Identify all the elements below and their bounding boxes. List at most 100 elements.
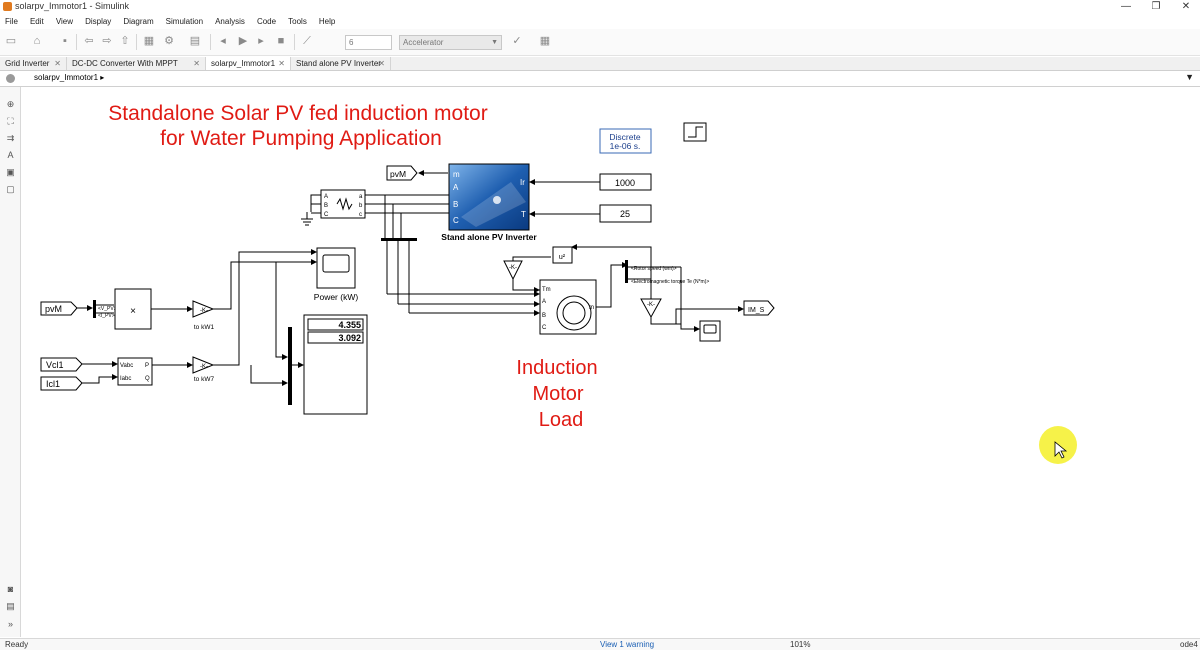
tab-label: Stand alone PV Inverter (296, 59, 381, 68)
product-label: × (130, 306, 136, 317)
goto-im-s-tag[interactable]: IM_S (743, 300, 775, 316)
tab-label: Grid Inverter (5, 59, 50, 68)
diagram-title-line2: for Water Pumping Application (160, 127, 442, 150)
tab-solarpv-immotor1[interactable]: solarpv_Immotor1✕ (206, 57, 291, 70)
window-title: solarpv_Immotor1 - Simulink (15, 1, 130, 11)
torque-gain-block[interactable]: -K- (503, 260, 523, 281)
back-icon[interactable]: ⇦ (84, 35, 94, 47)
temperature-constant-block[interactable]: 25 (599, 204, 652, 223)
goto-pvm-tag[interactable]: pvM (386, 165, 418, 181)
check-icon[interactable]: ✓ (512, 35, 522, 47)
model-tabs: Grid Inverter ✕ DC-DC Converter With MPPT… (0, 57, 1200, 81)
tab-grid-inverter[interactable]: Grid Inverter ✕ (0, 57, 67, 70)
model-canvas[interactable]: Standalone Solar PV fed induction motor … (21, 87, 1200, 637)
motor-scope-block[interactable] (699, 320, 721, 342)
close-button[interactable]: ✕ (1181, 1, 1191, 12)
grid-icon[interactable]: ▦ (539, 35, 551, 47)
powergui-block[interactable]: Discrete 1e-06 s. (599, 128, 652, 154)
tab-dc-dc-converter[interactable]: DC-DC Converter With MPPT Control✕ (67, 57, 206, 81)
new-model-icon[interactable]: ▭ (5, 35, 17, 47)
gain-to-kw1-block[interactable]: -K- to kW1 (192, 300, 215, 331)
save-icon[interactable]: ▪ (63, 35, 67, 47)
open-icon[interactable]: ⌂ (33, 35, 41, 47)
tab-stand-alone-pv-inverter[interactable]: Stand alone PV Inverter✕ (291, 57, 391, 70)
display-mux[interactable] (288, 327, 292, 405)
temperature-value: 25 (620, 209, 630, 219)
irradiance-constant-block[interactable]: 1000 (599, 173, 652, 191)
product-block[interactable]: × (114, 288, 152, 330)
status-warning-link[interactable]: View 1 warning (600, 640, 655, 649)
annotation-icon[interactable]: A (7, 150, 14, 160)
forward-icon[interactable]: ⇨ (102, 35, 112, 47)
model-explorer-icon[interactable]: ▤ (189, 35, 201, 47)
menu-tools[interactable]: Tools (288, 17, 307, 26)
three-phase-rlc-block[interactable]: A B C a b c (320, 189, 366, 219)
image-icon[interactable]: ▣ (6, 167, 15, 177)
from-pvm-tag[interactable]: pvM (40, 301, 78, 316)
stop-time-input[interactable]: 6 (345, 35, 392, 50)
data-inspector-icon[interactable]: ⟋ (303, 35, 311, 47)
close-icon[interactable]: ✕ (54, 59, 61, 68)
minimize-button[interactable]: — (1121, 1, 1131, 12)
screenshot-icon[interactable]: ◙ (7, 584, 14, 594)
chevron-down-icon: ▼ (491, 39, 498, 46)
menu-display[interactable]: Display (85, 17, 112, 26)
breadcrumb[interactable]: solarpv_Immotor1 ▸ (34, 73, 105, 82)
from-icl1-tag[interactable]: Icl1 (40, 376, 83, 391)
expand-icon[interactable]: » (7, 619, 13, 629)
step-block[interactable] (683, 122, 707, 142)
pv-port-c: C (453, 216, 459, 225)
close-icon[interactable]: ✕ (278, 59, 285, 68)
rlc-port-b: B (324, 203, 328, 209)
power-scope-block[interactable]: Power (kW) (314, 247, 359, 302)
fit-view-icon[interactable]: ⛶ (7, 116, 14, 126)
stop-icon[interactable]: ■ (277, 35, 285, 47)
chevron-down-icon[interactable]: ▼ (1185, 72, 1194, 82)
speed-gain-block[interactable]: -K- (640, 298, 662, 319)
step-forward-icon[interactable]: ▸ (258, 35, 264, 47)
menu-file[interactable]: File (5, 17, 18, 26)
status-ready: Ready (5, 640, 29, 649)
menu-edit[interactable]: Edit (29, 17, 44, 26)
library-browser-icon[interactable]: ▦ (143, 35, 155, 47)
property-inspector-icon[interactable]: ▤ (6, 601, 15, 611)
pv-bus-selector[interactable] (93, 300, 96, 318)
square-block[interactable]: u² (552, 246, 573, 264)
gain-to-kw7-block[interactable]: -K- to kW7 (192, 356, 215, 383)
area-icon[interactable]: ▢ (6, 184, 15, 194)
close-icon[interactable]: ✕ (193, 59, 200, 68)
close-icon[interactable]: ✕ (378, 59, 385, 68)
zoom-icon[interactable]: ⊕ (6, 99, 15, 109)
restore-button[interactable]: ❐ (1151, 1, 1161, 12)
rlc-port-a-out: a (359, 194, 363, 200)
induction-motor-block[interactable]: Tm A B C m (539, 279, 597, 335)
goto-im-s-label: IM_S (748, 307, 765, 314)
menu-view[interactable]: View (55, 17, 74, 26)
run-icon[interactable]: ▶ (238, 35, 248, 47)
model-settings-icon[interactable]: ⚙ (164, 35, 174, 47)
bus-selector[interactable] (625, 260, 628, 283)
menu-diagram[interactable]: Diagram (123, 17, 154, 26)
status-solver[interactable]: ode4 (1180, 640, 1198, 649)
step-back-icon[interactable]: ◂ (220, 35, 226, 47)
menu-code[interactable]: Code (256, 17, 277, 26)
up-icon[interactable]: ⇧ (120, 35, 130, 47)
menu-help[interactable]: Help (318, 17, 336, 26)
from-vcl1-tag[interactable]: Vcl1 (40, 357, 83, 372)
simulation-mode-select[interactable]: Accelerator ▼ (399, 35, 502, 50)
menu-simulation[interactable]: Simulation (165, 17, 204, 26)
selector-ipv: <I_PV> (98, 313, 115, 319)
stand-alone-pv-inverter-block[interactable]: m A B C Ir T Stand alone PV Inverter (441, 163, 537, 242)
menu-bar: File Edit View Display Diagram Simulatio… (0, 15, 1200, 28)
arrow-icon[interactable]: ⇉ (6, 133, 15, 143)
induction-label-3: Load (539, 409, 584, 431)
gain-kw7-label: to kW7 (194, 376, 215, 383)
menu-analysis[interactable]: Analysis (215, 17, 245, 26)
hide-browser-icon[interactable] (6, 74, 15, 83)
rlc-port-b-out: b (359, 203, 363, 209)
power-display-block[interactable]: 4.355 3.092 (303, 314, 368, 415)
gain-kw1-label: to kW1 (194, 324, 215, 331)
motor-port-tm: Tm (542, 287, 551, 293)
toolbar: ▭ ⌂ ▪ ⇦ ⇨ ⇧ ▦ ⚙ ▤ ◂ ▶ ▸ ■ ⟋ 6 Accelerato… (0, 29, 1200, 56)
power-pq-block[interactable]: Vabc Iabc P Q (117, 357, 153, 386)
